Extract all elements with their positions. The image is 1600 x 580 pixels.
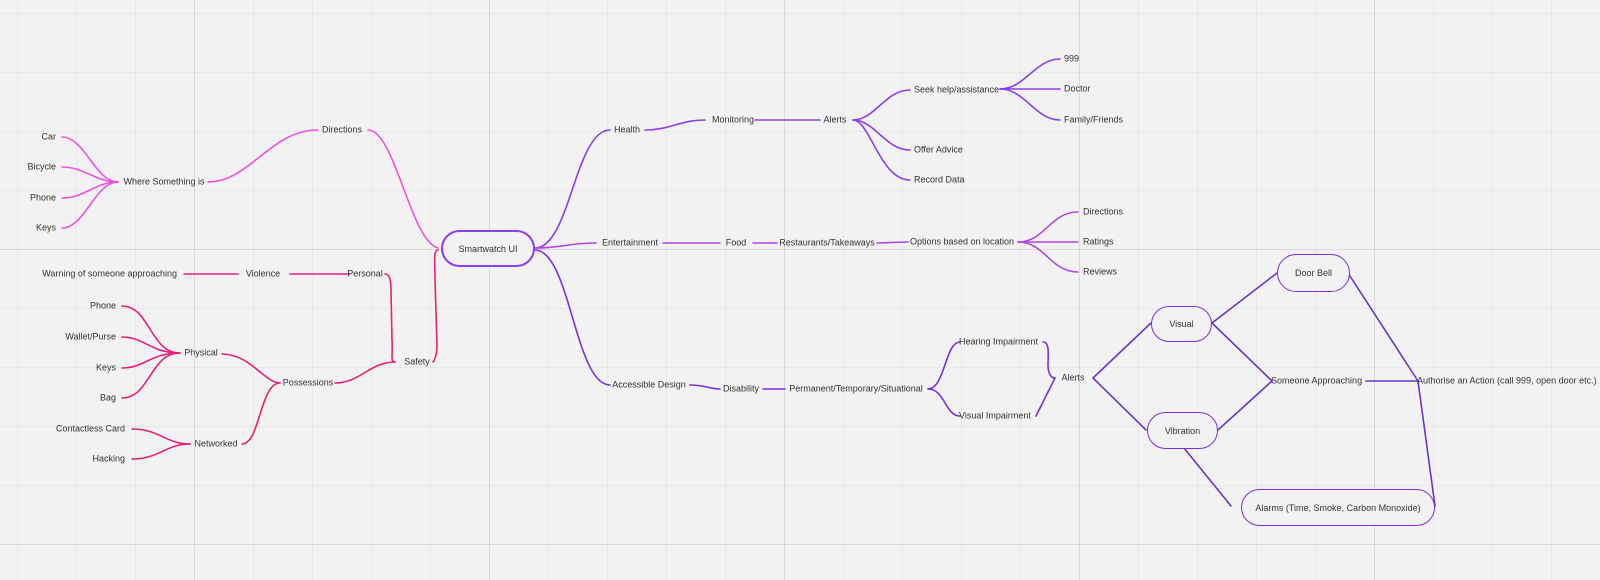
central-node-label: Smartwatch UI: [458, 243, 518, 254]
node-authorise-action[interactable]: Authorise an Action (call 999, open door…: [1417, 375, 1597, 386]
node-physical-wallet[interactable]: Wallet/Purse: [65, 331, 116, 342]
node-physical-bag[interactable]: Bag: [99, 392, 116, 403]
health-branch-edges: [534, 58, 1061, 249]
node-permanent-temporary-situational[interactable]: Permanent/Temporary/Situational: [789, 383, 923, 394]
node-phone[interactable]: Phone: [29, 192, 56, 203]
node-personal[interactable]: Personal: [347, 268, 383, 279]
node-visual[interactable]: Visual: [1151, 306, 1212, 342]
accessible-branch-edges: [534, 249, 1056, 417]
node-keys[interactable]: Keys: [35, 222, 56, 233]
node-networked[interactable]: Networked: [194, 438, 238, 449]
node-contactless-card[interactable]: Contactless Card: [55, 423, 125, 434]
node-food[interactable]: Food: [725, 237, 747, 248]
entertainment-branch-edges: [534, 211, 1079, 273]
node-violence[interactable]: Violence: [245, 268, 281, 279]
node-999[interactable]: 999: [1064, 53, 1080, 64]
node-visual-impairment[interactable]: Visual Impairment: [959, 410, 1031, 421]
node-bicycle[interactable]: Bicycle: [27, 161, 56, 172]
node-option-directions[interactable]: Directions: [1083, 206, 1124, 217]
directions-branch-edges: [61, 129, 439, 249]
node-seek-help[interactable]: Seek help/assistance: [914, 84, 1000, 95]
node-hacking[interactable]: Hacking: [92, 453, 125, 464]
node-restaurants[interactable]: Restaurants/Takeaways: [779, 237, 875, 248]
node-visual-label: Visual: [1169, 319, 1194, 329]
safety-branch-edges: [121, 249, 439, 460]
node-option-ratings[interactable]: Ratings: [1083, 236, 1114, 247]
node-options-location[interactable]: Options based on location: [909, 236, 1015, 247]
node-accessible-alerts[interactable]: Alerts: [1061, 372, 1085, 383]
node-physical[interactable]: Physical: [184, 347, 218, 358]
node-monitoring[interactable]: Monitoring: [711, 114, 755, 125]
node-record-data[interactable]: Record Data: [914, 174, 965, 185]
central-node-smartwatch-ui[interactable]: Smartwatch UI: [441, 230, 535, 267]
node-disability[interactable]: Disability: [722, 383, 760, 394]
node-hearing-impairment[interactable]: Hearing Impairment: [959, 336, 1039, 347]
node-directions[interactable]: Directions: [321, 124, 363, 135]
node-physical-keys[interactable]: Keys: [95, 362, 116, 373]
node-entertainment[interactable]: Entertainment: [601, 237, 659, 248]
node-vibration[interactable]: Vibration: [1147, 412, 1218, 449]
node-car[interactable]: Car: [41, 131, 56, 142]
node-safety[interactable]: Safety: [404, 356, 430, 367]
node-possessions[interactable]: Possessions: [282, 377, 334, 388]
node-doctor[interactable]: Doctor: [1064, 83, 1091, 94]
node-offer-advice[interactable]: Offer Advice: [914, 144, 963, 155]
alerts-diagram-edges: [1092, 272, 1436, 507]
node-alarms[interactable]: Alarms (Time, Smoke, Carbon Monoxide): [1241, 489, 1435, 526]
node-option-reviews[interactable]: Reviews: [1083, 266, 1118, 277]
node-health-alerts[interactable]: Alerts: [823, 114, 847, 125]
node-family-friends[interactable]: Family/Friends: [1064, 114, 1124, 125]
node-physical-phone[interactable]: Phone: [89, 300, 116, 311]
node-alarms-label: Alarms (Time, Smoke, Carbon Monoxide): [1255, 502, 1421, 513]
node-vibration-label: Vibration: [1164, 425, 1201, 436]
node-warning-someone-approaching[interactable]: Warning of someone approaching: [42, 268, 177, 279]
node-door-bell-label: Door Bell: [1294, 268, 1332, 278]
node-where-something-is[interactable]: Where Something is: [123, 176, 205, 187]
node-someone-approaching[interactable]: Someone Approaching: [1271, 375, 1363, 386]
node-door-bell[interactable]: Door Bell: [1277, 254, 1350, 292]
node-health[interactable]: Health: [613, 124, 641, 135]
node-accessible-design[interactable]: Accessible Design: [612, 379, 686, 390]
